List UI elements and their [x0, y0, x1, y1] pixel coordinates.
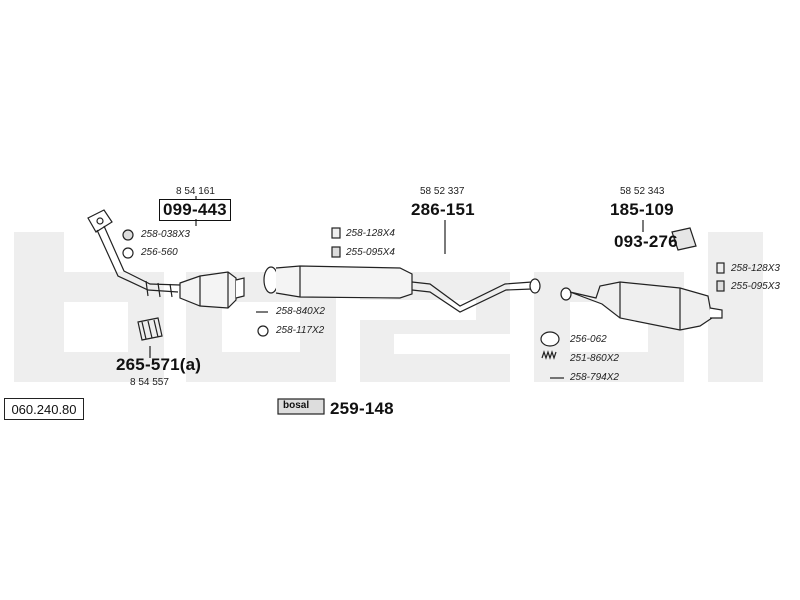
mid-bracket-b-number: 255-095X4	[346, 247, 395, 258]
rear-gasket-number: 256-062	[570, 334, 607, 345]
mid-pipe	[411, 281, 533, 307]
mounting-kit-box	[277, 398, 325, 415]
clamp-bolt-number: 258-840X2	[276, 306, 325, 317]
diagram-id-box: 060.240.80	[4, 398, 84, 420]
rear-hanger-number: 093-276	[614, 232, 678, 251]
rear-silencer-ref: 58 52 343	[620, 186, 665, 197]
rear-silencer-number: 185-109	[610, 200, 674, 219]
rear-bracket-a-number: 258-128X3	[731, 263, 780, 274]
bracket-icon	[331, 227, 341, 239]
bracket-icon	[716, 262, 725, 274]
gasket-icon	[122, 229, 134, 241]
rear-silencer	[569, 281, 713, 331]
front-ring-number: 256-560	[141, 247, 178, 258]
clamp-ring-number: 258-117X2	[276, 325, 325, 336]
clamp-ring-icon	[257, 325, 269, 337]
centre-silencer	[275, 265, 413, 299]
rear-spring-number: 251-860X2	[570, 353, 619, 364]
flex-sleeve-number: 265-571(a)	[116, 355, 202, 374]
rear-gasket-icon	[540, 331, 560, 347]
spring-icon	[541, 350, 557, 360]
rear-bracket-b-number: 255-095X3	[731, 281, 780, 292]
front-pipe-ref: 8 54 161	[176, 186, 215, 197]
mid-bracket-a-number: 258-128X4	[346, 228, 395, 239]
flex-sleeve-ref: 8 54 557	[130, 377, 169, 388]
catalytic-converter	[179, 271, 237, 309]
mounting-kit-number: 259-148	[330, 399, 394, 418]
rear-bolt-number: 258-794X2	[570, 372, 619, 383]
mounting-kit-logo: bosal	[283, 400, 310, 411]
mid-pipe-ref: 58 52 337	[420, 186, 465, 197]
front-pipe	[96, 229, 179, 293]
ring-icon	[122, 247, 134, 259]
mid-pipe-inlet	[263, 266, 279, 294]
front-gasket-number: 258-038X3	[141, 229, 190, 240]
front-pipe-number: 099-443	[159, 199, 231, 221]
mid-pipe-number: 286-151	[411, 200, 475, 219]
rear-hanger-shape	[671, 227, 697, 251]
bracket-icon	[716, 280, 725, 292]
bracket-icon	[331, 246, 341, 258]
